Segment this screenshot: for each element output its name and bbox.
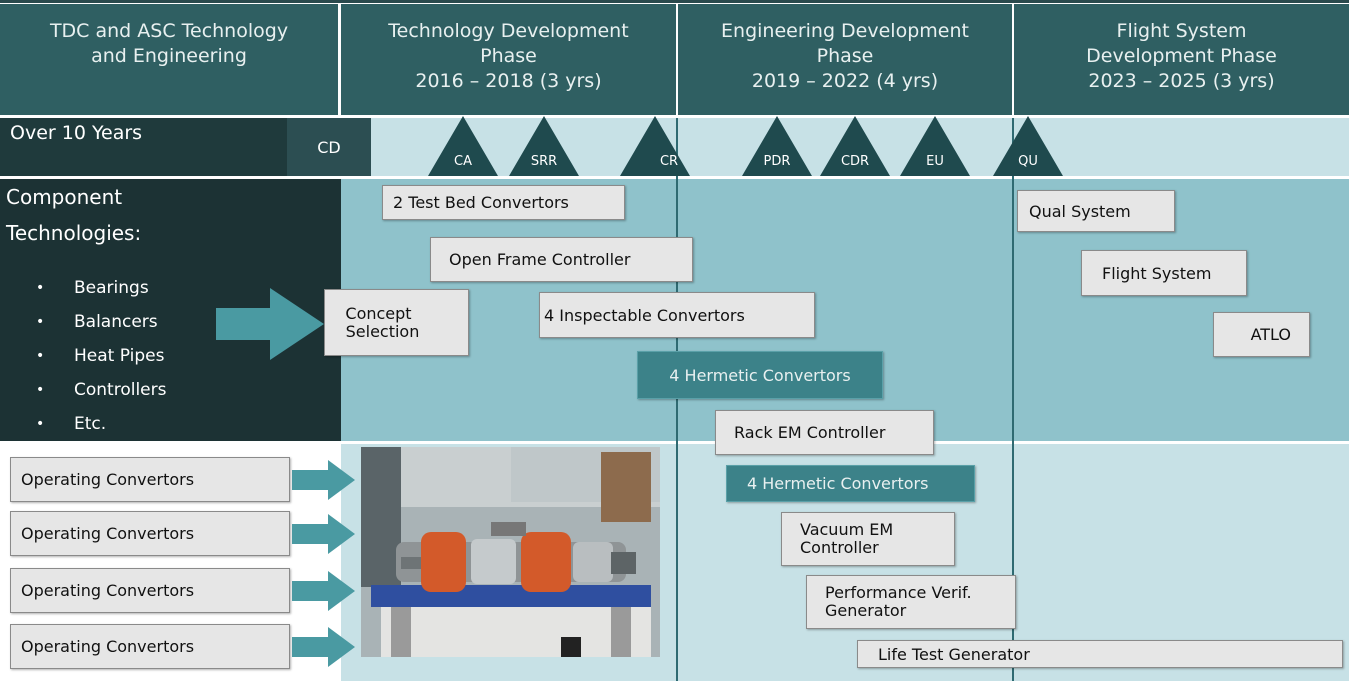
header-flight-line2: Development Phase	[1086, 45, 1277, 67]
milestone-label: PDR	[763, 154, 791, 169]
task-open-frame-controller: Open Frame Controller	[430, 237, 693, 282]
triangle-icon	[820, 116, 890, 176]
header-eng-line2: Phase	[816, 45, 874, 67]
concept-selection-box: Concept Selection	[324, 289, 469, 356]
arrow-right-icon	[216, 288, 324, 360]
task-qual-system: Qual System	[1017, 190, 1175, 232]
concept-line1: Concept	[345, 303, 412, 323]
components-title-line1: Component	[6, 185, 123, 209]
phase-divider	[676, 118, 678, 681]
task-flight-system: Flight System	[1081, 250, 1247, 296]
header-flight-line1: Flight System	[1116, 20, 1247, 42]
vacuum-line2: Controller	[800, 538, 879, 557]
header-divider	[676, 4, 678, 115]
components-title-line2: Technologies:	[6, 221, 142, 245]
milestone-ca: CA	[428, 116, 498, 176]
row-separator	[0, 176, 1349, 179]
milestone-pdr: PDR	[742, 116, 812, 176]
task-hermetic-convertors-2: 4 Hermetic Convertors	[726, 465, 975, 502]
header-org-line2: and Engineering	[91, 45, 247, 67]
milestone-eu: EU	[900, 116, 970, 176]
operating-convertors-4: Operating Convertors	[10, 624, 290, 669]
task-test-bed-convertors: 2 Test Bed Convertors	[382, 185, 625, 220]
bullet-icon: •	[36, 382, 45, 398]
task-performance-verif-generator: Performance Verif. Generator	[806, 575, 1016, 629]
operating-convertors-2: Operating Convertors	[10, 511, 290, 556]
task-vacuum-em-controller: Vacuum EM Controller	[781, 512, 955, 566]
list-item: • Controllers	[36, 373, 276, 407]
list-item: • Bearings	[36, 271, 276, 305]
bullet-icon: •	[36, 280, 45, 296]
milestone-srr: SRR	[509, 116, 579, 176]
header-col-org: TDC and ASC Technology and Engineering	[0, 4, 338, 115]
header-col-eng-dev: Engineering Development Phase 2019 – 202…	[678, 4, 1012, 115]
operating-convertors-3: Operating Convertors	[10, 568, 290, 613]
header-eng-line1: Engineering Development	[721, 20, 969, 42]
arrow-right-icon	[292, 571, 355, 611]
arrow-right-icon	[292, 627, 355, 667]
milestone-cr: CR	[620, 116, 690, 176]
milestone-cd: CD	[287, 118, 371, 176]
milestone-label: CA	[454, 154, 472, 169]
task-atlo: ATLO	[1213, 312, 1310, 357]
header-tech-line3: 2016 – 2018 (3 yrs)	[415, 70, 602, 92]
milestone-label: EU	[926, 154, 944, 169]
components-list: • Bearings • Balancers • Heat Pipes • Contro…	[36, 271, 276, 441]
header-col-flight-dev: Flight System Development Phase 2023 – 2…	[1014, 4, 1349, 115]
header-divider	[338, 4, 341, 115]
task-life-test-generator: Life Test Generator	[857, 640, 1343, 668]
timeline-label-cell	[0, 118, 341, 176]
vacuum-line1: Vacuum EM	[800, 520, 894, 539]
milestone-label: CDR	[840, 154, 870, 169]
milestone-label: SRR	[530, 154, 558, 169]
header-divider	[1012, 4, 1014, 115]
triangle-icon	[993, 116, 1063, 176]
list-item-label: Heat Pipes	[74, 346, 165, 366]
list-item: • Etc.	[36, 407, 276, 441]
triangle-icon	[900, 116, 970, 176]
bullet-icon: •	[36, 416, 45, 432]
triangle-icon	[620, 116, 690, 176]
milestone-label: CR	[659, 154, 679, 169]
perf-line1: Performance Verif.	[825, 583, 972, 602]
bullet-icon: •	[36, 314, 45, 330]
list-item-label: Balancers	[74, 312, 158, 332]
convertor-photo	[361, 447, 660, 657]
bullet-icon: •	[36, 348, 45, 364]
triangle-icon	[742, 116, 812, 176]
list-item-label: Controllers	[74, 380, 167, 400]
header-tech-line1: Technology Development	[388, 20, 629, 42]
header-tech-line2: Phase	[480, 45, 537, 67]
task-rack-em-controller: Rack EM Controller	[715, 410, 934, 455]
list-item: • Balancers	[36, 305, 276, 339]
phase-divider	[1012, 118, 1014, 681]
list-item: • Heat Pipes	[36, 339, 276, 373]
list-item-label: Bearings	[74, 278, 149, 298]
concept-line2: Selection	[345, 321, 420, 341]
task-inspectable-convertors: 4 Inspectable Convertors	[539, 292, 815, 338]
milestone-cdr: CDR	[820, 116, 890, 176]
operating-convertors-1: Operating Convertors	[10, 457, 290, 502]
header-eng-line3: 2019 – 2022 (4 yrs)	[751, 70, 939, 92]
convertor-test-stand-image	[361, 447, 660, 657]
milestone-label: QU	[1018, 154, 1038, 169]
milestone-qu: QU	[993, 116, 1063, 176]
task-hermetic-convertors-1: 4 Hermetic Convertors	[637, 351, 883, 399]
header-flight-line3: 2023 – 2025 (3 yrs)	[1088, 70, 1275, 92]
row-separator	[0, 441, 1349, 444]
arrow-right-icon	[292, 514, 355, 554]
timeline-label: Over 10 Years	[10, 122, 143, 144]
triangle-icon	[509, 116, 579, 176]
header-col-tech-dev: Technology Development Phase 2016 – 2018…	[341, 4, 676, 115]
header-org-line1: TDC and ASC Technology	[49, 20, 289, 42]
arrow-right-icon	[292, 460, 355, 500]
perf-line2: Generator	[825, 601, 907, 620]
triangle-icon	[428, 116, 498, 176]
list-item-label: Etc.	[74, 414, 107, 434]
top-rule	[0, 0, 1349, 3]
